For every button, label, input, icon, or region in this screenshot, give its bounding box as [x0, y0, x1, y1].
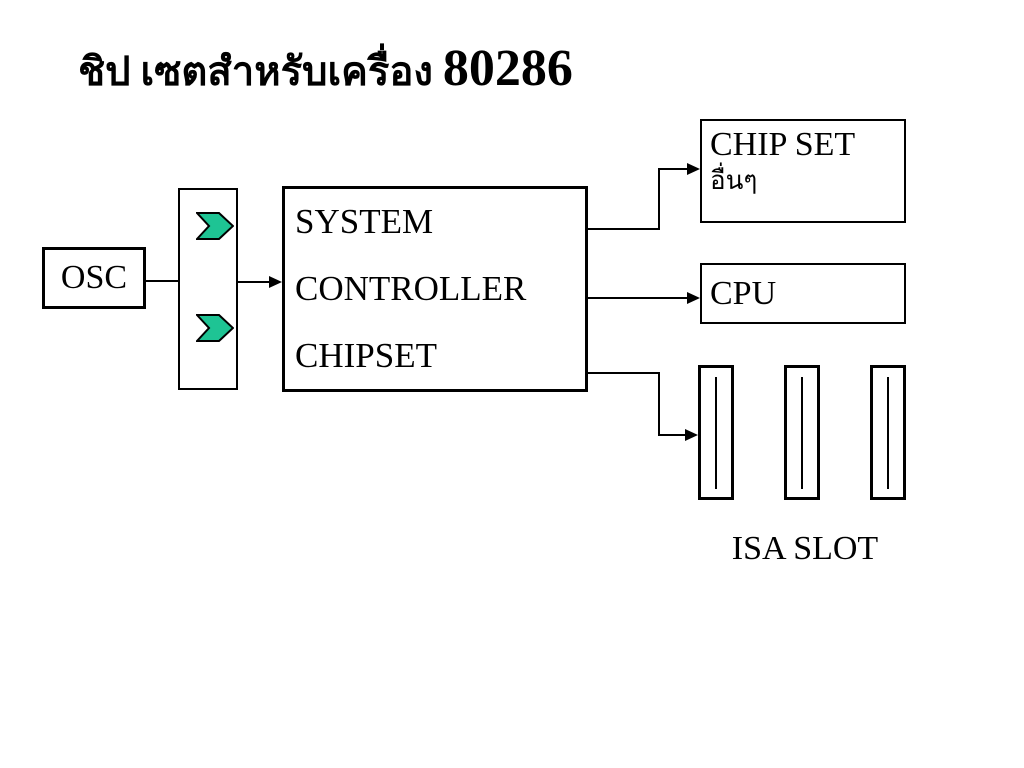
system-box-line2: CONTROLLER: [295, 268, 527, 308]
connector-system-to-isa-h1: [588, 372, 660, 374]
other-chipset-subtitle: อื่นๆ: [710, 166, 758, 195]
system-box-line3: CHIPSET: [295, 335, 437, 375]
arrowhead-icon: [269, 276, 282, 288]
isa-slot-groove: [715, 376, 717, 489]
isa-slot-groove: [801, 376, 803, 489]
cpu-label: CPU: [710, 274, 777, 312]
connector-system-to-isa-v: [658, 372, 660, 436]
arrowhead-icon: [687, 292, 700, 304]
isa-slot: [870, 365, 906, 500]
cpu-box: CPU: [700, 263, 906, 324]
connector-osc-to-buffer: [146, 280, 178, 282]
chevron-right-icon: [196, 212, 234, 240]
slide-title-number: 80286: [442, 40, 573, 97]
isa-slot-label: ISA SLOT: [731, 530, 879, 567]
arrowhead-icon: [685, 429, 698, 441]
connector-system-to-chipset-v: [658, 169, 660, 230]
other-chipset-box: CHIP SET อื่นๆ: [700, 119, 906, 223]
buffer-box: [178, 188, 238, 390]
connector-system-to-chipset-h2: [658, 168, 688, 170]
isa-slot: [698, 365, 734, 500]
connector-system-to-isa-h2: [658, 434, 686, 436]
system-controller-box: SYSTEM CONTROLLER CHIPSET: [282, 186, 588, 392]
chevron-right-icon: [196, 314, 234, 342]
isa-slot-groove: [887, 376, 889, 489]
arrowhead-icon: [687, 163, 700, 175]
osc-label: OSC: [60, 259, 128, 296]
connector-system-to-chipset-h1: [588, 228, 660, 230]
slide-title-thai: ชิป เซตสำหรับเครื่อง: [78, 49, 433, 94]
connector-system-to-cpu: [588, 297, 688, 299]
other-chipset-title: CHIP SET: [710, 126, 856, 163]
system-box-line1: SYSTEM: [295, 202, 434, 242]
osc-box: OSC: [42, 247, 146, 309]
isa-slots: [698, 365, 906, 500]
connector-buffer-to-system: [238, 281, 271, 283]
isa-slot: [784, 365, 820, 500]
